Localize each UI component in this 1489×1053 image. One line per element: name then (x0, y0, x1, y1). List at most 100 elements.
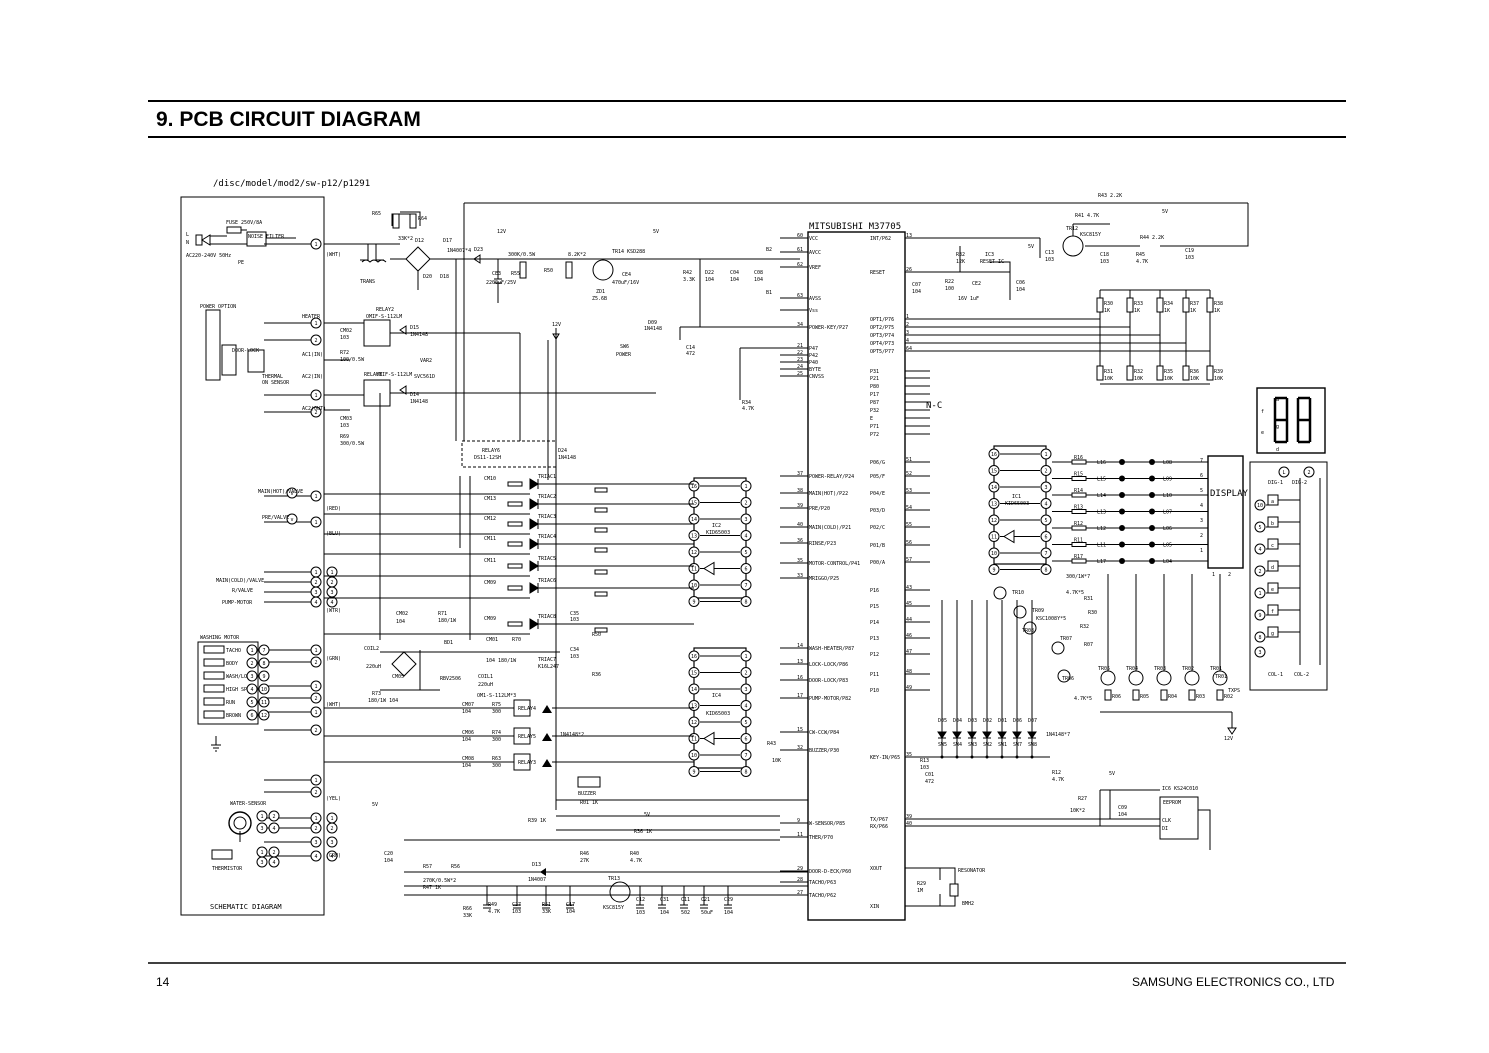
relay6-box (461, 440, 557, 468)
ic-pin-left (688, 766, 700, 777)
ic-pin-left (988, 564, 1000, 575)
mcu-pin-label: P17 (870, 392, 879, 398)
mcu-pin-39: 39 (797, 503, 803, 509)
led-label: L17 (1097, 559, 1106, 565)
svg-text:R42: R42 (683, 270, 692, 276)
svg-text:1: 1 (1212, 572, 1215, 578)
relay2-label: RELAY2 (376, 307, 394, 313)
svg-text:R63: R63 (492, 756, 501, 762)
svg-text:D09: D09 (648, 320, 657, 326)
svg-text:2: 2 (315, 728, 318, 734)
door-lock-label: DOOR-LOCK (232, 348, 259, 354)
capacitor-icon (483, 904, 491, 909)
svg-text:103: 103 (340, 335, 349, 341)
svg-text:R75: R75 (492, 702, 501, 708)
svg-text:9: 9 (263, 674, 266, 680)
svg-text:104: 104 (1016, 287, 1025, 293)
svg-text:1N4148: 1N4148 (558, 455, 576, 461)
led-label: L10 (1163, 493, 1172, 499)
svg-text:1: 1 (315, 816, 318, 822)
svg-text:4: 4 (331, 600, 334, 606)
svg-text:R73: R73 (372, 691, 381, 697)
svg-text:RBV2506: RBV2506 (440, 676, 461, 682)
svg-text:10: 10 (691, 753, 697, 759)
mcu-pin-53: 53 (906, 488, 912, 494)
led-label: L05 (1163, 543, 1172, 549)
svg-text:CLK: CLK (1162, 818, 1171, 824)
svg-text:220uH: 220uH (366, 664, 381, 670)
svg-text:R33: R33 (1134, 301, 1143, 307)
sensor-terminal (256, 856, 268, 868)
mcu-pin-63: 63 (797, 293, 803, 299)
supply-arrow (1227, 727, 1237, 735)
svg-text:10K: 10K (1164, 376, 1173, 382)
svg-text:16: 16 (691, 484, 697, 490)
svg-text:R39 1K: R39 1K (528, 818, 546, 824)
svg-text:R34: R34 (742, 400, 751, 406)
diode-label: D04 (953, 718, 962, 724)
inverter-icon (1003, 529, 1015, 544)
mcu-pin-23: 23 (797, 357, 803, 363)
svg-text:11: 11 (261, 700, 267, 706)
triac-icon (529, 538, 539, 550)
ic-pin-right (1040, 465, 1052, 476)
svg-text:4.7K: 4.7K (1052, 777, 1064, 783)
svg-text:CM08: CM08 (462, 756, 474, 762)
motor-box (197, 641, 259, 725)
gate-resistor (594, 527, 608, 533)
svg-text:R49: R49 (488, 902, 497, 908)
svg-text:TR13: TR13 (608, 876, 620, 882)
mcu-pin-43: 43 (906, 585, 912, 591)
svg-text:104: 104 (660, 910, 669, 916)
svg-text:R39: R39 (1214, 369, 1223, 375)
ic-pin-right (740, 530, 752, 541)
svg-text:8: 8 (1045, 568, 1048, 574)
mcu-pin-35: 35 (797, 558, 803, 564)
svg-text:OM1-S-112LM*3: OM1-S-112LM*3 (477, 693, 516, 699)
ic-pin-right (740, 579, 752, 591)
svg-text:R50: R50 (544, 268, 553, 274)
diode-icon (967, 731, 977, 739)
mcu-pin-label: VREF (809, 265, 821, 271)
mcu-pin-label: P00/A (870, 560, 885, 566)
svg-text:R30: R30 (1104, 301, 1113, 307)
svg-text:R17: R17 (1074, 554, 1083, 560)
svg-text:POWER: POWER (616, 352, 632, 358)
svg-text:1: 1 (1045, 452, 1048, 458)
svg-text:103: 103 (570, 654, 579, 660)
ic-pin-left (988, 498, 1000, 509)
mcu-pin-label: AVSS (809, 296, 821, 302)
mcu-pin-label: DOOR-LOCK/P83 (809, 678, 848, 684)
svg-text:a: a (1276, 397, 1279, 403)
ic-pin-right (740, 700, 752, 711)
connector-pin (326, 836, 338, 848)
capacitor-icon (513, 904, 521, 909)
trans-label: TRANS (360, 279, 375, 285)
connector-color: (WHT) (326, 252, 341, 258)
svg-text:g: g (1276, 424, 1279, 430)
triac-icon (529, 618, 539, 630)
snubber-resistor (507, 621, 523, 627)
v5-label-4: 5V (644, 812, 650, 818)
svg-text:R55: R55 (511, 271, 520, 277)
eeprom-label: IC6 KS24C010 (1162, 786, 1198, 792)
svg-text:R03: R03 (1196, 694, 1205, 700)
led-label: L09 (1163, 477, 1172, 483)
inverter-icon (703, 561, 715, 576)
ic-pin-right (740, 546, 752, 558)
svg-text:4: 4 (315, 600, 318, 606)
gate-resistor (594, 591, 608, 597)
mcu-pin-22: 22 (797, 350, 803, 356)
svg-text:TR08: TR08 (1022, 628, 1034, 634)
door-lock-switch (205, 309, 221, 381)
led-label: L13 (1097, 510, 1106, 516)
svg-text:33K*2: 33K*2 (398, 236, 413, 242)
mcu-pin-17: 17 (797, 693, 803, 699)
col2-label: COL-2 (1294, 672, 1309, 678)
ic-pin-left (688, 650, 700, 662)
mcu-pin-label: P72 (870, 432, 879, 438)
transistor-icon (1184, 670, 1200, 686)
svg-text:8.2K*2: 8.2K*2 (568, 252, 586, 258)
led-label: L12 (1097, 526, 1106, 532)
